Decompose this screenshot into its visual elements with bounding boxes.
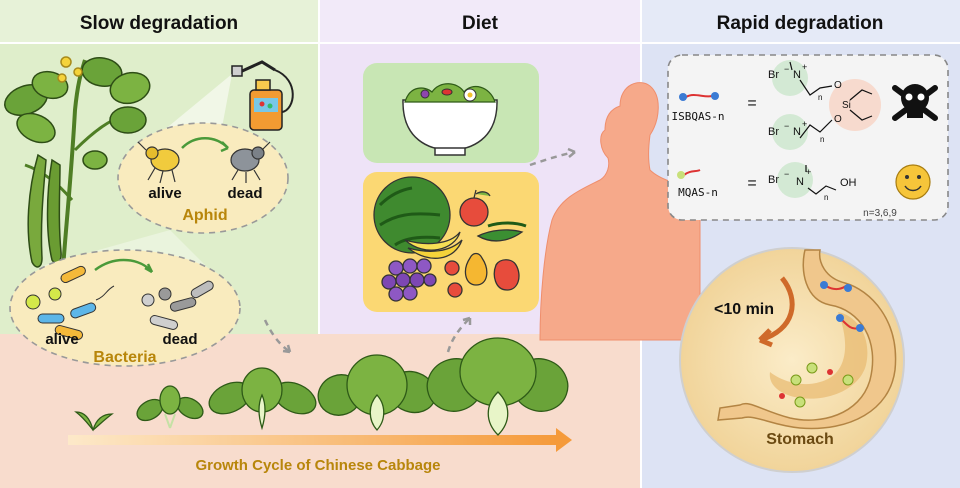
svg-text:n: n [818, 93, 822, 102]
salad-icon [363, 63, 539, 163]
aphid-name: Aphid [182, 207, 227, 224]
sprayer-icon [231, 60, 294, 131]
svg-text:−: − [784, 121, 789, 131]
time-arrow [759, 276, 795, 343]
aphid-alive-icon [137, 141, 180, 184]
n-values-label: n=3,6,9 [863, 208, 897, 219]
isbqas-n-bottom: N [793, 126, 801, 138]
smiley-icon [895, 164, 931, 200]
mqas-oh: OH [840, 177, 857, 189]
stomach-icon [717, 249, 897, 430]
molecule-icon [677, 92, 719, 179]
fruit-icon [363, 172, 539, 312]
isbqas-br-bottom: Br [768, 126, 779, 138]
aphid-dead-icon [230, 141, 271, 183]
flow-arrow-down [263, 319, 291, 354]
flow-arrow-up [446, 317, 471, 353]
isbqas-br-top: Br [768, 69, 779, 81]
svg-text:O: O [834, 80, 842, 91]
cabbage-icon [74, 337, 569, 436]
isbqas-n-top: N [793, 69, 801, 81]
mqas-br: Br [768, 174, 779, 186]
aphid-alive-label: alive [148, 185, 181, 202]
svg-text:+: + [802, 62, 807, 72]
bacteria-dead-icon [141, 280, 214, 330]
stomach-label: Stomach [766, 431, 834, 448]
bacteria-group: alive dead Bacteria [9, 249, 241, 367]
flow-arrow-to-human [529, 150, 576, 167]
mqas-label: MQAS-n [678, 186, 718, 199]
svg-text:O: O [834, 114, 842, 125]
skull-icon [892, 84, 938, 121]
chem-box: ISBQAS-n = MQAS-n = Br − N + n O Si O Br… [667, 54, 949, 221]
human-silhouette-icon [539, 82, 701, 341]
aphid-dead-label: dead [227, 185, 262, 202]
svg-text:−: − [784, 64, 789, 74]
stomach-group: <10 min Stomach [679, 247, 905, 473]
bacteria-dead-label: dead [162, 331, 197, 348]
svg-text:−: − [784, 169, 789, 179]
bacteria-alive-label: alive [45, 331, 78, 348]
bacteria-name: Bacteria [93, 349, 156, 366]
svg-text:+: + [802, 119, 807, 129]
slow-degradation-title: Slow degradation [80, 13, 238, 34]
bacteria-alive-icon [25, 265, 115, 340]
mqas-n: N [796, 176, 804, 188]
diet-title: Diet [462, 13, 499, 34]
svg-text:n: n [824, 193, 828, 202]
growth-arrow [68, 428, 572, 452]
time-label: <10 min [714, 301, 774, 318]
svg-text:+: + [806, 167, 811, 177]
isbqas-equals: = [747, 95, 756, 112]
isbqas-si: Si [842, 100, 851, 111]
isbqas-label: ISBQAS-n [672, 110, 725, 123]
aphid-group: alive dead Aphid [117, 122, 289, 234]
svg-text:n: n [820, 135, 824, 144]
growth-cycle-label: Growth Cycle of Chinese Cabbage [195, 457, 440, 474]
mqas-equals: = [747, 175, 756, 192]
grapes-icon [381, 258, 437, 302]
rapid-degradation-title: Rapid degradation [717, 13, 884, 34]
